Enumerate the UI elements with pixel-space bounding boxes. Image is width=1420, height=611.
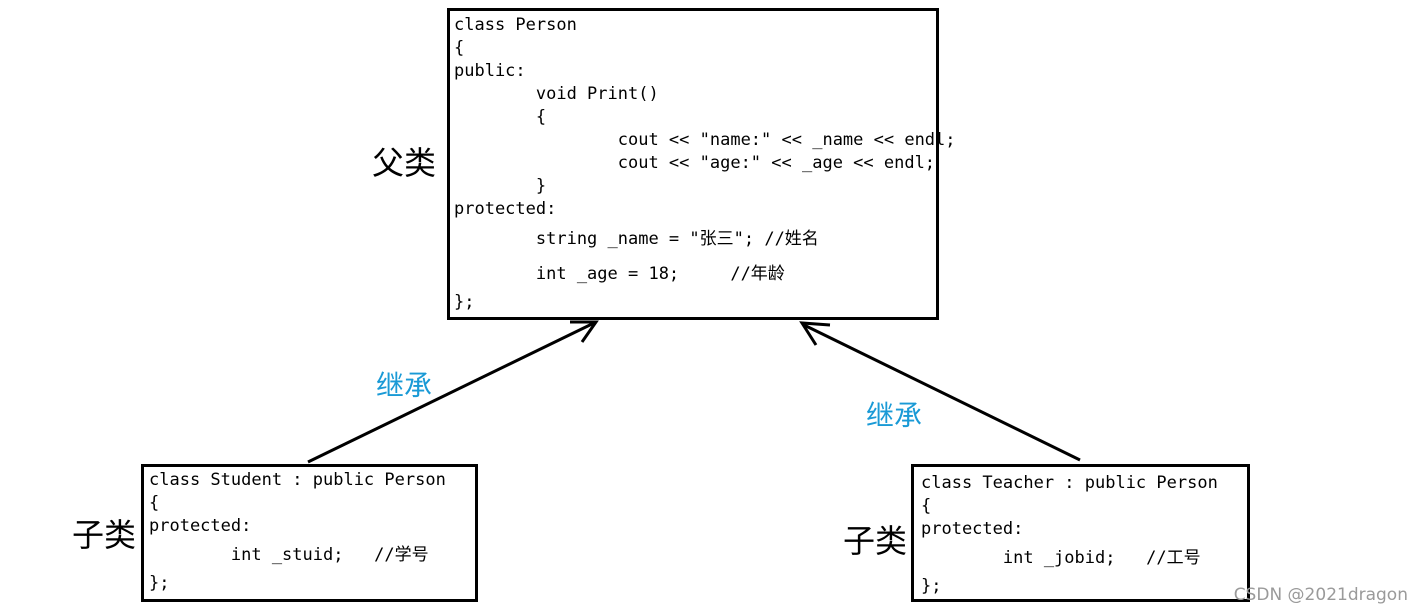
code-line: {	[454, 38, 465, 58]
student-class-code: class Student : public Person { protecte…	[144, 467, 475, 599]
arrowhead-right	[799, 321, 831, 346]
code-line: int _stuid; //学号	[149, 545, 429, 565]
code-line: protected:	[149, 516, 252, 536]
code-line: string _name = "张三"; //姓名	[454, 229, 819, 249]
code-line: class Person	[454, 15, 577, 35]
code-line: };	[454, 292, 475, 312]
arrowhead-left	[570, 320, 599, 343]
code-line: class Teacher : public Person	[921, 473, 1218, 493]
code-line: int _jobid; //工号	[921, 548, 1201, 568]
arrow-student-to-person	[307, 321, 595, 464]
student-side-label: 子类	[72, 516, 137, 554]
watermark: CSDN @2021dragon	[1233, 585, 1408, 605]
code-line: protected:	[921, 519, 1024, 539]
code-line: };	[149, 573, 170, 593]
code-line: void Print()	[454, 84, 659, 104]
code-line: cout << "age:" << _age << endl;	[454, 153, 936, 173]
code-line: {	[149, 493, 160, 513]
code-line: public:	[454, 61, 526, 81]
teacher-class-box: class Teacher : public Person { protecte…	[911, 464, 1250, 602]
inherit-label-left: 继承	[376, 369, 433, 402]
teacher-class-code: class Teacher : public Person { protecte…	[914, 467, 1247, 599]
code-line: int _age = 18; //年龄	[454, 264, 785, 284]
teacher-side-label: 子类	[843, 522, 908, 560]
code-line: protected:	[454, 199, 557, 219]
parent-side-label: 父类	[372, 144, 437, 182]
student-class-box: class Student : public Person { protecte…	[141, 464, 478, 602]
parent-class-code: class Person { public: void Print() { co…	[450, 11, 956, 317]
code-line: {	[921, 496, 932, 516]
inherit-label-right: 继承	[866, 399, 923, 432]
code-line: }	[454, 176, 547, 196]
code-line: {	[454, 107, 547, 127]
code-line: class Student : public Person	[149, 470, 446, 490]
arrow-teacher-to-person	[803, 323, 1081, 462]
code-line: };	[921, 576, 942, 596]
code-line: cout << "name:" << _name << endl;	[454, 130, 956, 150]
parent-class-box: class Person { public: void Print() { co…	[447, 8, 956, 320]
